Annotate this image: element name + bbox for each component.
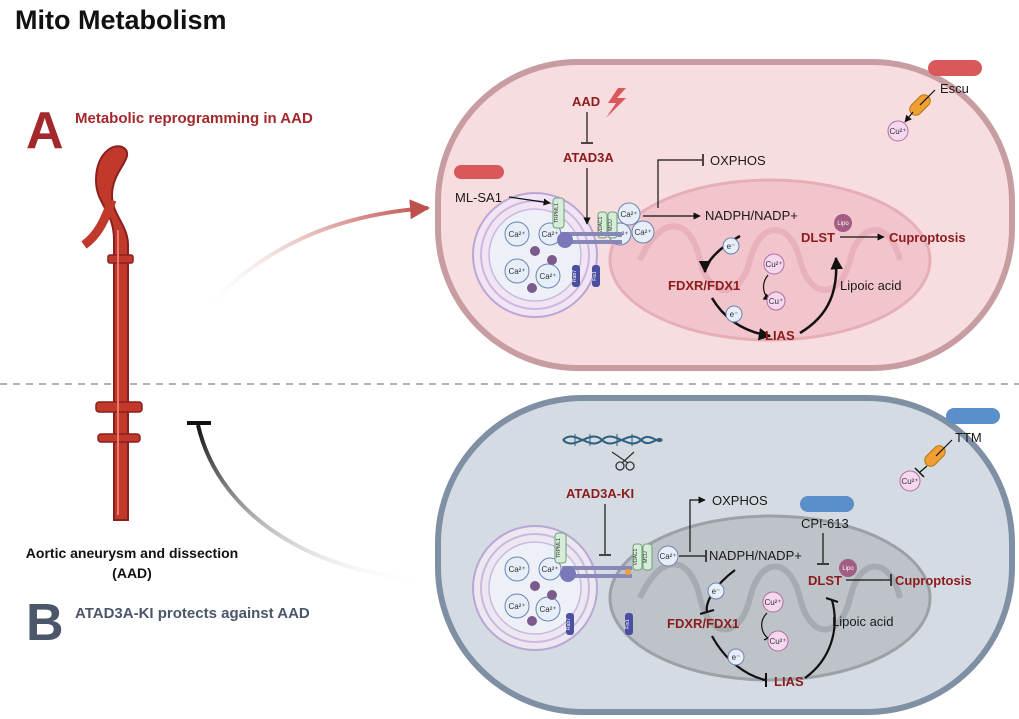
electron-a-1: e⁻ <box>727 242 736 251</box>
cpi-drug-icon <box>800 496 854 512</box>
svg-text:Ca²⁺: Ca²⁺ <box>539 272 556 281</box>
fdxr-label-a: FDXR/FDX1 <box>668 278 740 293</box>
svg-text:MCU: MCU <box>608 219 614 231</box>
svg-text:Ca²⁺: Ca²⁺ <box>620 210 637 219</box>
svg-text:Lipo: Lipo <box>837 221 849 227</box>
svg-text:Ca²⁺: Ca²⁺ <box>508 565 525 574</box>
ttm-capsule-icon <box>924 445 946 467</box>
ttm-label: TTM <box>955 430 982 445</box>
lightning-icon <box>606 88 626 118</box>
dlst-label-a: DLST <box>801 230 835 245</box>
svg-text:Ca²⁺: Ca²⁺ <box>659 552 676 561</box>
aorta-caption-line1: Aortic aneurysm and dissection <box>26 545 238 561</box>
svg-text:Fis1: Fis1 <box>625 619 631 629</box>
panel-a-letter: A <box>26 102 64 160</box>
svg-text:Lipo: Lipo <box>842 566 854 572</box>
ml-sa1-drug-icon <box>454 165 504 179</box>
lias-label-b: LIAS <box>774 674 804 689</box>
svg-text:Ca²⁺: Ca²⁺ <box>508 230 525 239</box>
electron-b-1: e⁻ <box>712 587 721 596</box>
panel-a-subtitle: Metabolic reprogramming in AAD <box>75 110 313 127</box>
aad-label: AAD <box>572 94 600 109</box>
cu2-ion-b-1: Cu²⁺ <box>764 598 781 607</box>
lipoic-label-b: Lipoic acid <box>832 614 893 629</box>
panel-b-inhibit-aorta-curve <box>196 424 431 582</box>
nadph-label-a: NADPH/NADP+ <box>705 208 798 223</box>
dlst-label-b: DLST <box>808 573 842 588</box>
dna-icon <box>562 434 663 446</box>
svg-text:Ca²⁺: Ca²⁺ <box>539 605 556 614</box>
aorta-to-panel-a-arrow <box>203 199 430 312</box>
svg-text:VDAC1: VDAC1 <box>598 216 604 233</box>
scissors-icon <box>611 451 635 471</box>
svg-text:VDAC1: VDAC1 <box>633 548 639 565</box>
electron-a-2: e⁻ <box>730 310 739 319</box>
lipo-badge-a <box>834 214 852 232</box>
cu2-ion-a: Cu²⁺ <box>765 260 782 269</box>
panel-a-channels: TRPML1 VDAC1 MCU Rab7 Fis1 <box>552 197 622 287</box>
panel-b-channels: TRPML1 VDAC1 MCU Rab7 Fis1 <box>554 532 653 635</box>
ttm-cu-ion: Cu²⁺ <box>901 477 918 486</box>
svg-text:Fis1: Fis1 <box>592 271 598 281</box>
escu-cu-ion: Cu²⁺ <box>889 127 906 136</box>
oxphos-label-a: OXPHOS <box>710 153 766 168</box>
svg-text:Ca²⁺: Ca²⁺ <box>634 228 651 237</box>
svg-text:TRPML1: TRPML1 <box>554 203 560 223</box>
svg-text:MCU: MCU <box>643 551 649 563</box>
aorta-caption-line2: (AAD) <box>112 565 152 581</box>
cu2-ion-b-2: Cu²⁺ <box>769 637 786 646</box>
oxphos-label-b: OXPHOS <box>712 493 768 508</box>
lias-label-a: LIAS <box>765 328 795 343</box>
fdxr-label-b: FDXR/FDX1 <box>667 616 739 631</box>
lipoic-label-a: Lipoic acid <box>840 278 901 293</box>
aorta-icon <box>81 145 143 521</box>
svg-text:Ca²⁺: Ca²⁺ <box>541 230 558 239</box>
page-title: Mito Metabolism <box>15 5 227 35</box>
panel-b-letter: B <box>26 594 64 652</box>
escu-drug-icon <box>928 60 982 76</box>
ttm-drug-icon <box>946 408 1000 424</box>
nadph-label-b: NADPH/NADP+ <box>709 548 802 563</box>
cuproptosis-label-a: Cuproptosis <box>889 230 966 245</box>
svg-text:TRPML1: TRPML1 <box>556 538 562 558</box>
cu1-ion-a: Cu⁺ <box>769 297 783 306</box>
lipo-badge-b <box>839 559 857 577</box>
escu-label: Escu <box>940 81 969 96</box>
electron-b-2: e⁻ <box>732 653 741 662</box>
cuproptosis-label-b: Cuproptosis <box>895 573 972 588</box>
ml-sa1-label: ML-SA1 <box>455 190 502 205</box>
panel-a-calcium-ions: Ca²⁺ Ca²⁺ Ca²⁺ Ca²⁺ Ca²⁺ Ca²⁺ Ca²⁺ <box>504 202 655 293</box>
svg-text:Ca²⁺: Ca²⁺ <box>508 267 525 276</box>
svg-text:Rab7: Rab7 <box>566 618 572 630</box>
atad3a-ki-label: ATAD3A-KI <box>566 486 634 501</box>
atad3a-label: ATAD3A <box>563 150 614 165</box>
svg-text:Rab7: Rab7 <box>572 270 578 282</box>
svg-text:Ca²⁺: Ca²⁺ <box>508 602 525 611</box>
cpi-label: CPI-613 <box>801 516 849 531</box>
panel-b-subtitle: ATAD3A-KI protects against AAD <box>75 605 310 622</box>
panel-b-calcium-ions: Ca²⁺ Ca²⁺ Ca²⁺ Ca²⁺ Ca²⁺ <box>504 545 679 626</box>
svg-text:Ca²⁺: Ca²⁺ <box>541 565 558 574</box>
